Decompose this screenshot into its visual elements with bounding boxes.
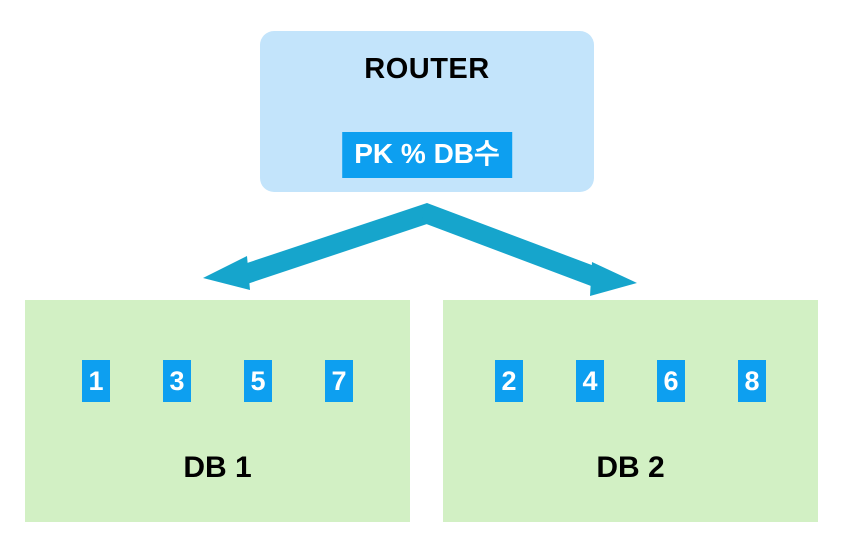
router-rule-badge: PK % DB수 (342, 132, 512, 178)
shard-db2-label: DB 2 (596, 451, 665, 484)
key-chip: 4 (576, 360, 604, 402)
router-node[interactable]: ROUTER PK % DB수 (260, 31, 594, 192)
key-chip: 2 (495, 360, 523, 402)
key-chip: 5 (244, 360, 272, 402)
router-title: ROUTER (364, 53, 490, 85)
key-chip: 8 (738, 360, 766, 402)
key-chip: 1 (82, 360, 110, 402)
shard-db1[interactable]: 1 3 5 7 DB 1 (25, 300, 410, 522)
shard-db2[interactable]: 2 4 6 8 DB 2 (443, 300, 818, 522)
shard-db1-label: DB 1 (183, 451, 252, 484)
key-chip: 6 (657, 360, 685, 402)
arrow-to-db2-icon (421, 203, 637, 296)
shard-db1-key-row: 1 3 5 7 (25, 360, 410, 402)
arrow-to-db1-icon (203, 203, 433, 290)
key-chip: 7 (325, 360, 353, 402)
key-chip: 3 (163, 360, 191, 402)
shard-db2-key-row: 2 4 6 8 (443, 360, 818, 402)
